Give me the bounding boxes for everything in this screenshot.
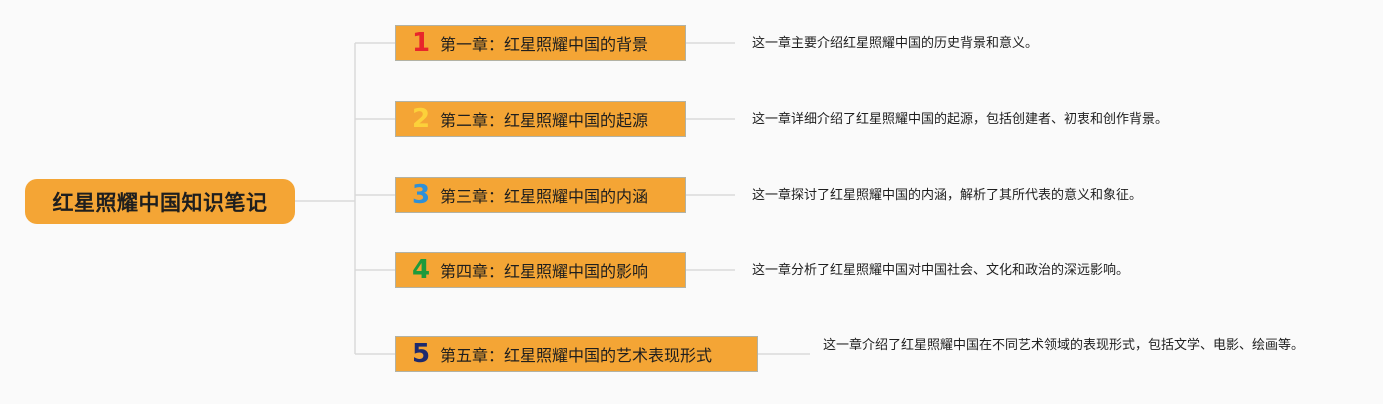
chapter-node-1[interactable]: 1 第一章：红星照耀中国的背景 <box>395 25 686 61</box>
chapter-node-2[interactable]: 2 第二章：红星照耀中国的起源 <box>395 101 686 137</box>
number-4-icon: 4 <box>412 255 431 285</box>
number-2-icon: 2 <box>412 104 431 134</box>
chapter-node-5[interactable]: 5 第五章：红星照耀中国的艺术表现形式 <box>395 336 758 372</box>
chapter-title: 第二章：红星照耀中国的起源 <box>440 111 649 130</box>
chapter-description-3: 这一章探讨了红星照耀中国的内涵，解析了其所代表的意义和象征。 <box>752 188 1143 203</box>
chapter-description-1: 这一章主要介绍红星照耀中国的历史背景和意义。 <box>752 36 1039 51</box>
chapter-title: 第五章：红星照耀中国的艺术表现形式 <box>440 346 713 365</box>
chapter-title: 第三章：红星照耀中国的内涵 <box>440 187 649 206</box>
chapter-description-2: 这一章详细介绍了红星照耀中国的起源，包括创建者、初衷和创作背景。 <box>752 112 1169 127</box>
root-title: 红星照耀中国知识笔记 <box>52 190 268 215</box>
chapter-node-4[interactable]: 4 第四章：红星照耀中国的影响 <box>395 252 686 288</box>
number-5-icon: 5 <box>412 339 431 369</box>
chapter-title: 第一章：红星照耀中国的背景 <box>440 35 649 54</box>
chapter-node-3[interactable]: 3 第三章：红星照耀中国的内涵 <box>395 177 686 213</box>
number-3-icon: 3 <box>412 180 431 210</box>
chapter-description-5: 这一章介绍了红星照耀中国在不同艺术领域的表现形式，包括文学、电影、绘画等。 <box>823 338 1305 353</box>
chapter-description-4: 这一章分析了红星照耀中国对中国社会、文化和政治的深远影响。 <box>752 263 1130 278</box>
number-1-icon: 1 <box>412 28 431 58</box>
chapter-title: 第四章：红星照耀中国的影响 <box>440 262 649 281</box>
root-node[interactable]: 红星照耀中国知识笔记 <box>25 179 295 224</box>
